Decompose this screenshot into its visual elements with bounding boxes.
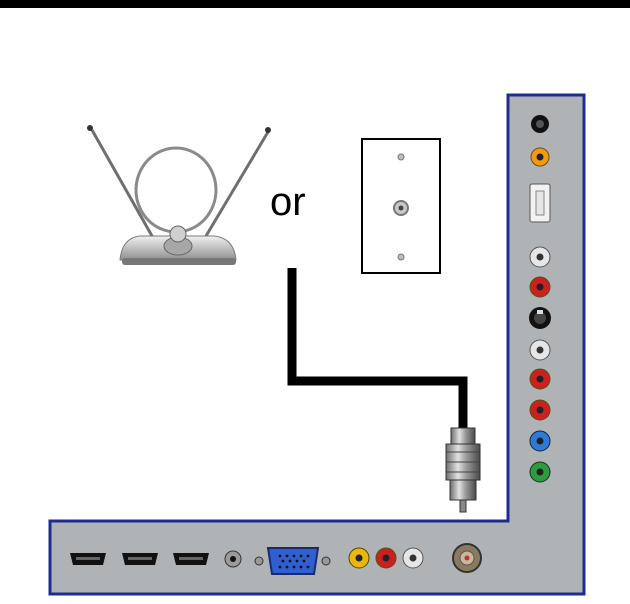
hdmi-3-port[interactable]: [173, 553, 209, 565]
tv-rear-panel: [50, 95, 584, 594]
rf-antenna-in-port[interactable]: [453, 544, 481, 572]
component-pr-red[interactable]: [530, 400, 550, 420]
hdmi-2-port[interactable]: [122, 553, 158, 565]
rabbit-ears-antenna-icon: [87, 125, 271, 265]
coaxial-wall-plate-icon: [362, 139, 440, 273]
headphone-jack[interactable]: [531, 115, 549, 133]
av-video-yellow[interactable]: [349, 548, 369, 568]
component-audio-white[interactable]: [530, 340, 550, 360]
component-pb-blue[interactable]: [530, 431, 550, 451]
av-audio-red-bottom[interactable]: [376, 548, 396, 568]
coaxial-cable-icon: [292, 268, 480, 512]
component-audio-red[interactable]: [530, 369, 550, 389]
usb-port[interactable]: [530, 184, 550, 222]
av-audio-white[interactable]: [530, 247, 550, 267]
or-label: or: [270, 182, 306, 222]
pc-audio-in-jack[interactable]: [225, 551, 241, 567]
component-y-green[interactable]: [530, 462, 550, 482]
av-audio-red[interactable]: [530, 277, 550, 297]
av-audio-white-bottom[interactable]: [403, 548, 423, 568]
hdmi-1-port[interactable]: [70, 553, 106, 565]
digital-audio-out[interactable]: [531, 148, 549, 166]
s-video-port[interactable]: [529, 307, 551, 329]
